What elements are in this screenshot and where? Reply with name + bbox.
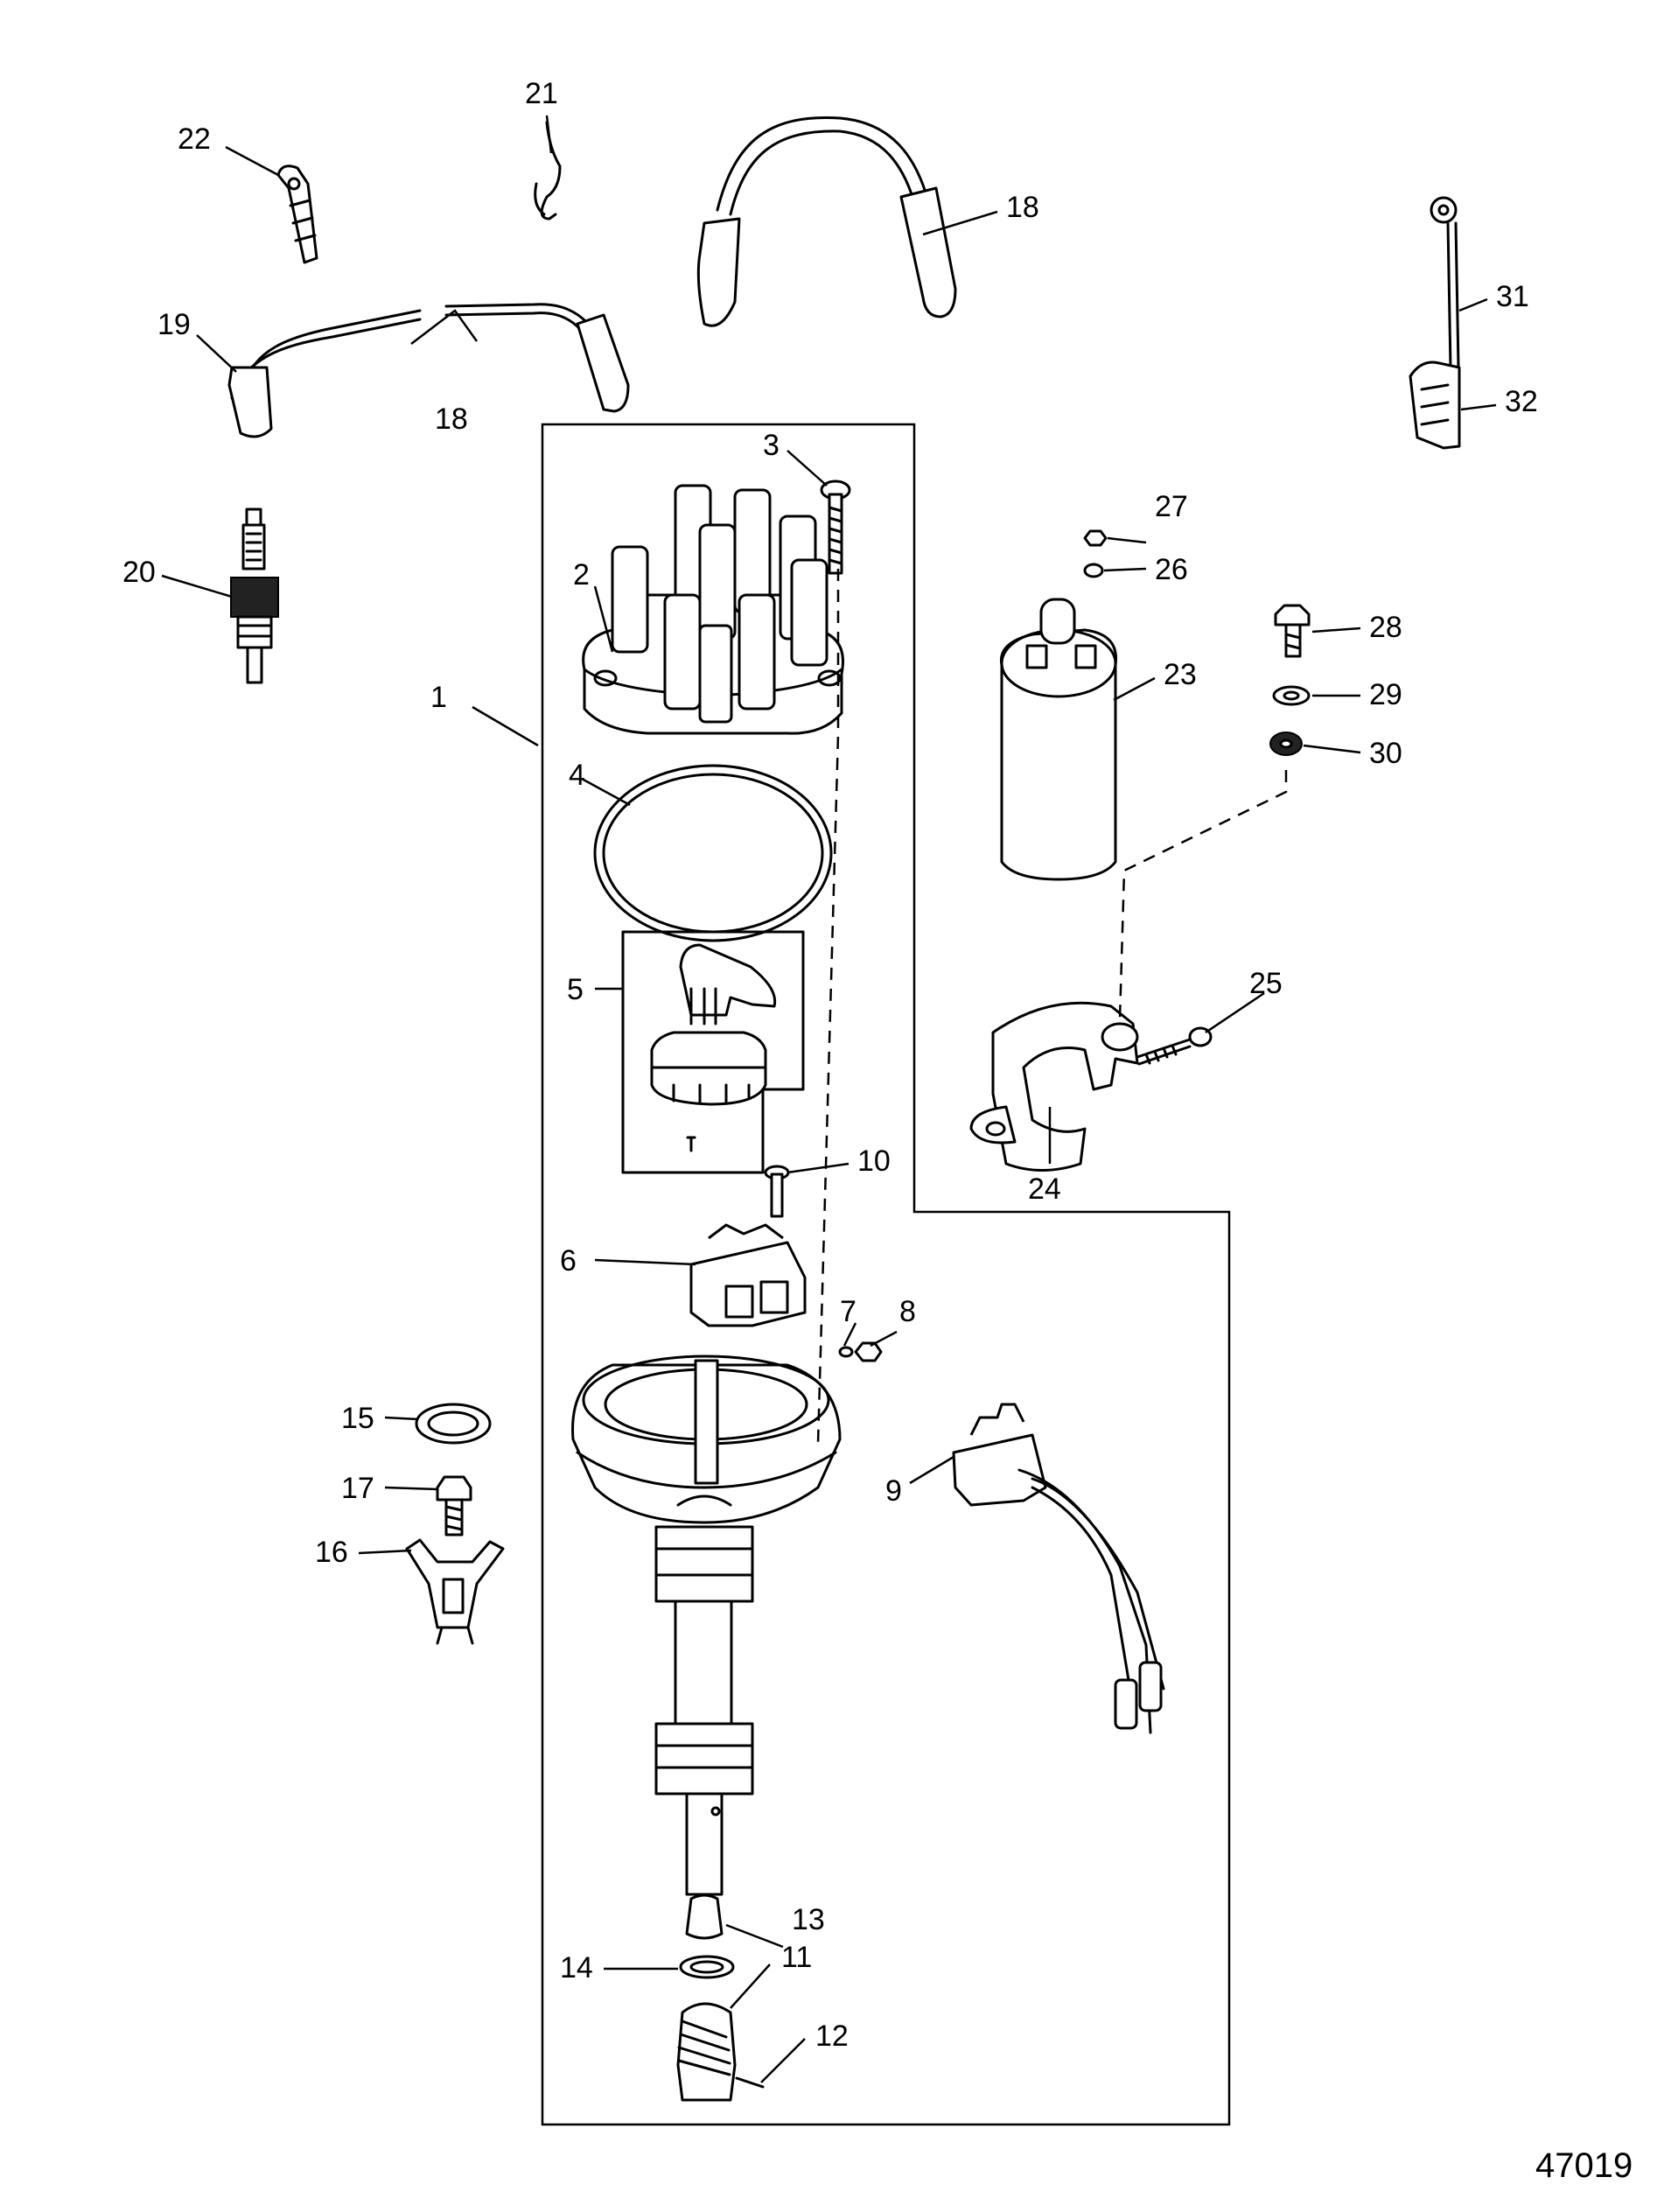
callout-26: 26 (1155, 553, 1188, 586)
bushing-13 (685, 1894, 724, 1940)
callout-1: 1 (430, 681, 447, 714)
nut-27 (1083, 529, 1108, 547)
callout-18b: 18 (435, 402, 468, 436)
distributor-assembly-boundary (541, 423, 1231, 2126)
callout-18: 18 (1006, 191, 1039, 224)
washer-15 (415, 1403, 492, 1445)
wire-loom-22 (276, 164, 318, 264)
callout-21: 21 (525, 77, 558, 110)
callout-11: 11 (781, 1941, 812, 1974)
callout-9: 9 (885, 1474, 902, 1508)
bolt-28 (1274, 604, 1311, 658)
leader-lines (161, 115, 1497, 2083)
spark-plug-20 (230, 508, 279, 684)
callout-28: 28 (1369, 611, 1402, 644)
figure-number: 47019 (1535, 2146, 1633, 2185)
callout-29: 29 (1369, 678, 1402, 711)
callout-25: 25 (1249, 967, 1283, 1000)
callout-32: 32 (1505, 385, 1538, 418)
callout-labels: 1 2 3 4 5 6 7 8 9 10 11 12 13 14 15 16 1… (122, 77, 1633, 2185)
spark-plug-lead-long (227, 303, 630, 438)
callout-3: 3 (763, 429, 780, 462)
ignition-module-9 (952, 1403, 1165, 1734)
callout-31: 31 (1496, 280, 1529, 313)
callout-15: 15 (341, 1402, 374, 1435)
nut-8 (854, 1341, 883, 1362)
callout-13: 13 (792, 1903, 825, 1936)
roll-pin-12 (735, 2076, 765, 2089)
ignition-module-6 (689, 1223, 807, 1327)
ignition-coil-23 (999, 598, 1118, 881)
drive-gear-11 (676, 2002, 737, 2102)
callout-14: 14 (560, 1951, 593, 1984)
wire-clip-21 (534, 121, 562, 220)
callout-22: 22 (178, 122, 211, 156)
hold-down-bolt-17 (436, 1475, 472, 1536)
callout-23: 23 (1164, 658, 1197, 691)
callout-5: 5 (567, 973, 584, 1006)
rotor-kit-5 (621, 930, 805, 1174)
callout-30: 30 (1369, 737, 1402, 770)
callout-4: 4 (569, 759, 585, 792)
spark-plug-lead-short (696, 116, 957, 327)
distributor-housing (571, 1354, 842, 1896)
lock-washer-29 (1272, 685, 1311, 706)
callout-6: 6 (560, 1244, 577, 1278)
callout-24: 24 (1028, 1172, 1061, 1206)
callout-8: 8 (899, 1295, 916, 1328)
hold-down-clamp-16 (405, 1538, 505, 1645)
cap-screw-3 (820, 480, 851, 575)
washer-30 (1269, 732, 1303, 756)
distributor-cap-2 (582, 484, 844, 735)
callout-16: 16 (315, 1536, 348, 1569)
washer-7 (838, 1346, 854, 1358)
alignment-line-cap-screw (816, 569, 840, 1445)
washer-14 (679, 1955, 735, 1979)
callout-20: 20 (122, 556, 156, 589)
washer-26 (1083, 563, 1104, 578)
tie-strap-31 (1430, 196, 1460, 369)
callout-27: 27 (1155, 490, 1188, 523)
callout-10: 10 (857, 1144, 891, 1178)
coil-bracket-24 (969, 1001, 1139, 1172)
screw-25 (1136, 1026, 1213, 1066)
wire-loom-32 (1409, 360, 1461, 450)
screw-10 (764, 1165, 790, 1218)
callout-7: 7 (840, 1295, 856, 1328)
callout-2: 2 (573, 558, 590, 592)
callout-17: 17 (341, 1472, 374, 1505)
callout-12: 12 (815, 2020, 849, 2053)
cap-seal-4 (593, 764, 833, 942)
alignment-line-coil (1118, 770, 1288, 1020)
callout-19: 19 (157, 308, 191, 341)
